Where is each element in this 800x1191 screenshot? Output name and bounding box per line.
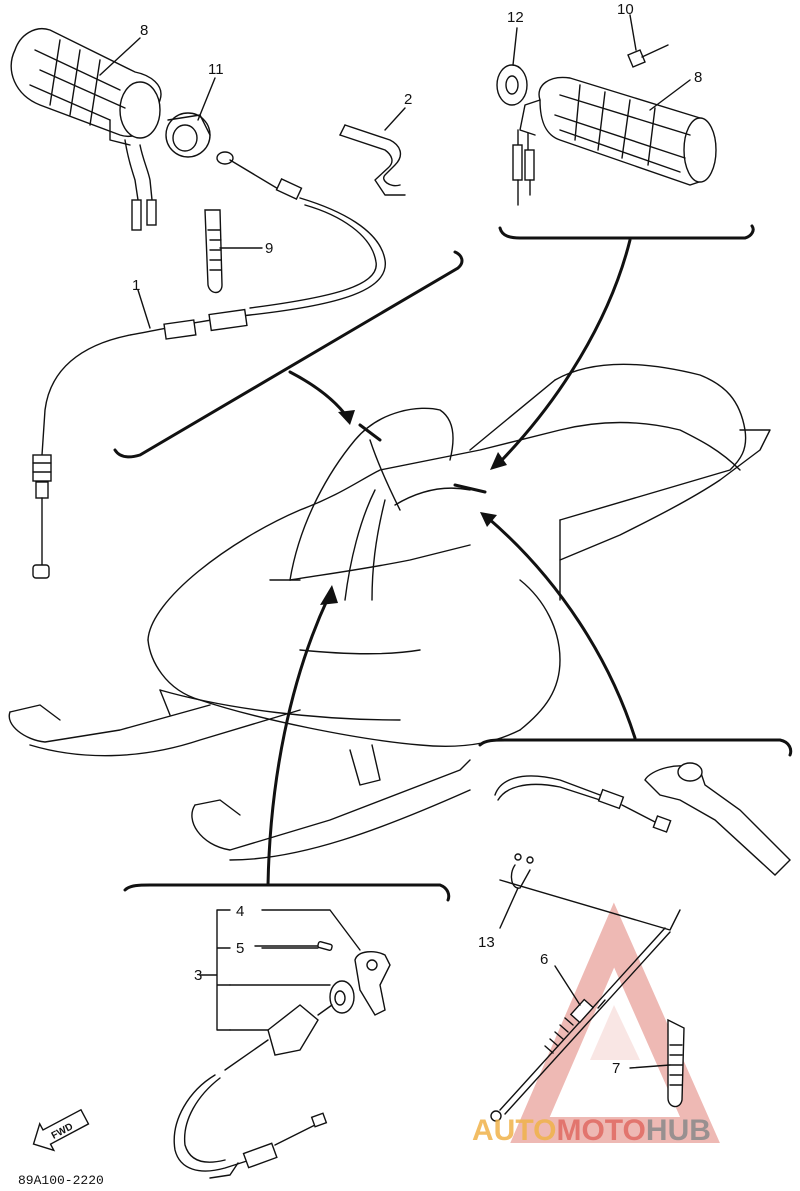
snowmobile-illustration: [8, 363, 771, 861]
drawing-code: 89A100-2220: [18, 1173, 104, 1188]
callout-8-right: 8: [694, 69, 702, 86]
handlebar-grip-right: [512, 76, 717, 206]
watermark-text: AUTOMOTOHUB: [472, 1114, 711, 1147]
callout-7: 7: [612, 1060, 620, 1077]
wire-clip: [339, 124, 406, 196]
callout-11: 11: [208, 61, 224, 78]
cable-clip-13: [510, 853, 534, 889]
callout-12: 12: [507, 9, 524, 26]
callout-4: 4: [236, 903, 244, 920]
brake-cable-6: [490, 879, 681, 1122]
cable-tie-7: [667, 1018, 685, 1108]
watermark-auto: AUTOMOTOHUB: [472, 1114, 711, 1147]
fwd-arrow-icon: FWD: [32, 1108, 90, 1152]
frame-lines: [113, 224, 793, 902]
watermark-logo: [510, 902, 720, 1143]
callout-6: 6: [540, 951, 548, 968]
callout-labels: 8 11 2 9 1 12 10 8 4 5 3 13 6 7: [132, 1, 702, 1077]
throttle-cable: [32, 151, 386, 579]
callout-2: 2: [404, 91, 412, 108]
leader-arrows: [266, 238, 637, 887]
callout-13: 13: [478, 934, 495, 951]
callout-9: 9: [265, 240, 273, 257]
callout-3: 3: [194, 967, 202, 984]
collar-ring: [165, 112, 211, 158]
cable-tie-top: [204, 209, 223, 294]
screw: [627, 44, 669, 68]
brake-lever-assembly: [173, 909, 391, 1179]
callout-10: 10: [617, 1, 634, 18]
callout-1: 1: [132, 277, 140, 294]
handlebar-grip-left: [10, 28, 162, 231]
callout-leaders: [99, 14, 691, 1069]
brake-lever-right: [494, 762, 791, 876]
washer: [496, 64, 528, 106]
callout-8-left: 8: [140, 22, 148, 39]
callout-5: 5: [236, 940, 244, 957]
